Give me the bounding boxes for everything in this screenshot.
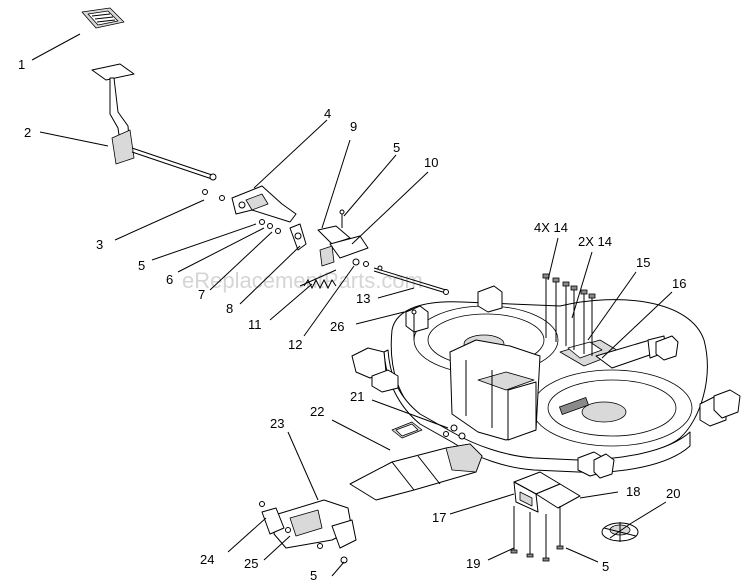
bolts-4x14 [542,273,596,356]
part-deflector-bracket [259,499,357,564]
part-17-18-bracket [510,471,581,562]
callout-20: 20 [666,486,680,501]
leader-lines [31,33,673,577]
callout-17: 17 [432,510,446,525]
callout-11: 11 [248,317,262,332]
callout-4: 4 [324,106,331,121]
part-discharge-chute [349,443,483,501]
callout-19: 19 [466,556,480,571]
callout-7: 7 [198,287,205,302]
callout-15: 15 [636,255,650,270]
part-spring-bracket [317,209,369,267]
callout-labels: 1 2 3 4 9 5 10 5 6 7 8 11 12 13 4X 14 2X… [18,57,686,583]
callout-9: 9 [350,119,357,134]
callout-10: 10 [424,155,438,170]
part-blade-hub [601,522,639,542]
callout-13: 13 [356,291,370,306]
part-pedal-arm [91,63,217,181]
callout-16: 16 [672,276,686,291]
callout-5-top: 5 [393,140,400,155]
callout-25: 25 [244,556,258,571]
callout-5-bottom-left: 5 [310,568,317,583]
part-mower-deck [351,273,741,479]
part-21-bracket [391,421,466,440]
part-pins-washers [259,219,307,251]
callout-2x14: 2X 14 [578,234,612,249]
callout-21: 21 [350,389,364,404]
callout-23: 23 [270,416,284,431]
callout-4x14: 4X 14 [534,220,568,235]
callout-5-left: 5 [138,258,145,273]
part-rod [373,265,449,295]
callout-2: 2 [24,125,31,140]
callout-24: 24 [200,552,214,567]
part-linkage-bracket [202,185,297,223]
part-spring [299,269,337,290]
callout-18: 18 [626,484,640,499]
part-pedal-pad [81,7,125,29]
callout-12: 12 [288,337,302,352]
watermark-text: eReplacementParts.com [182,268,423,293]
callout-3: 3 [96,237,103,252]
callout-6: 6 [166,272,173,287]
callout-1: 1 [18,57,25,72]
callout-8: 8 [226,301,233,316]
callout-22: 22 [310,404,324,419]
callout-26: 26 [330,319,344,334]
callout-5-bottom-right: 5 [602,559,609,574]
